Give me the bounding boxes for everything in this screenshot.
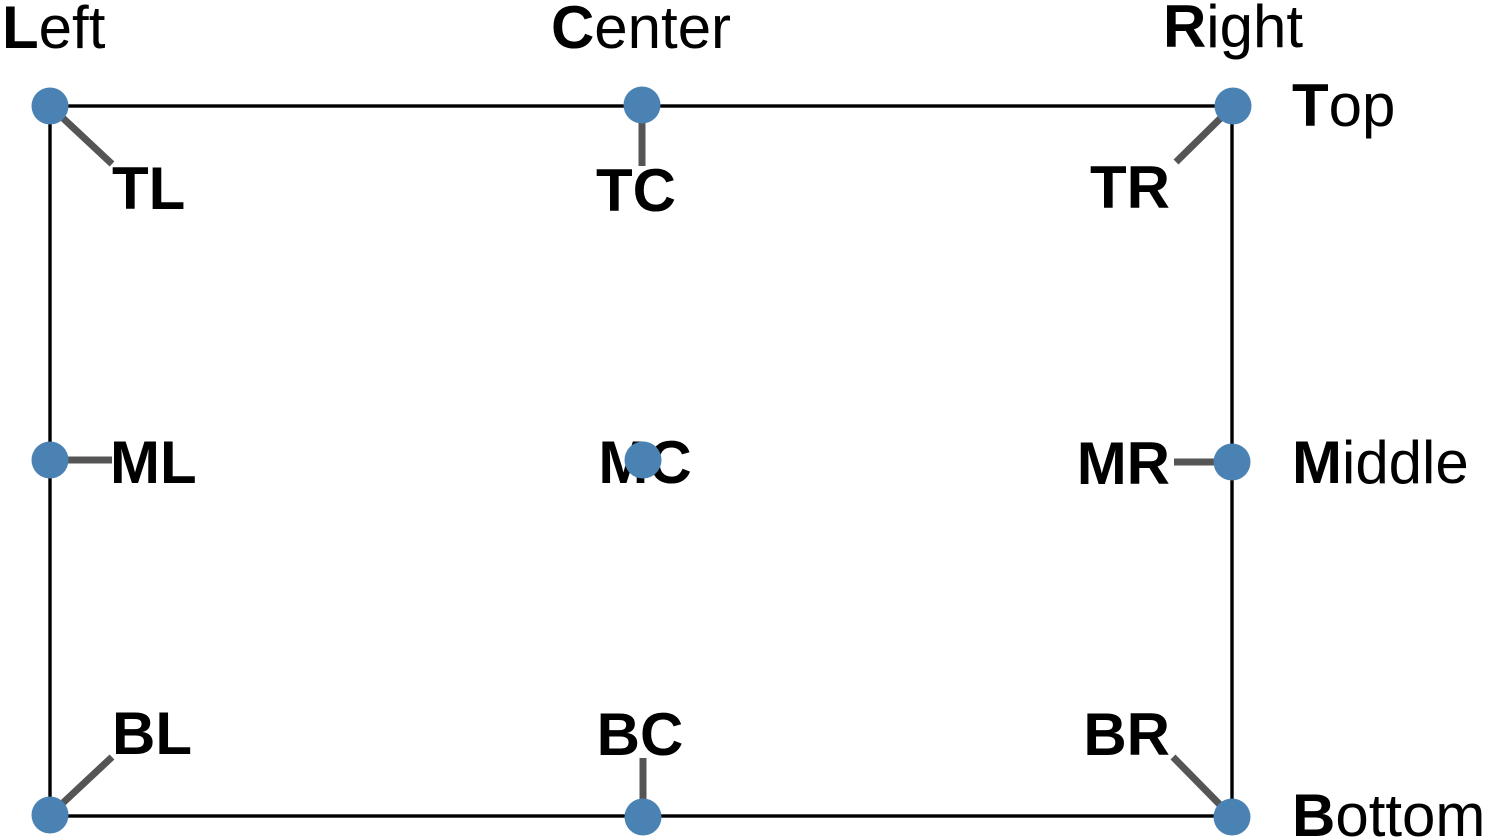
point-label-MR: MR [1077,430,1170,497]
point-label-TC: TC [596,157,676,224]
edge-label-bottom-rest: ottom [1335,782,1485,839]
point-label-BC: BC [597,701,684,768]
edge-label-right-rest: ight [1206,0,1303,60]
anchor-dot-TL [31,87,69,125]
edge-label-middle-rest: iddle [1342,429,1469,496]
edge-label-center: Center [551,0,731,61]
edge-label-bottom: Bottom [1292,782,1485,839]
point-label-ML: ML [110,429,197,496]
edge-label-top-initial: T [1292,72,1329,139]
edge-label-top-rest: op [1329,72,1396,139]
anchor-dot-MR [1213,443,1251,481]
anchor-dot-BC [624,798,662,836]
edge-label-center-initial: C [551,0,594,61]
edge-label-top: Top [1292,72,1395,139]
point-label-TL: TL [112,155,185,222]
edge-label-left-rest: eft [39,0,106,61]
anchor-dot-TR [1214,87,1252,125]
anchor-dot-BL [31,796,69,834]
anchor-dot-MC [624,441,662,479]
anchor-dot-TC [623,86,661,124]
anchor-dot-ML [31,441,69,479]
point-label-BL: BL [112,700,192,767]
edge-label-right: Right [1163,0,1303,60]
edge-label-bottom-initial: B [1292,782,1335,839]
edge-label-middle-initial: M [1292,429,1342,496]
point-label-TR: TR [1090,154,1170,221]
edge-label-right-initial: R [1163,0,1206,60]
point-label-BR: BR [1083,701,1170,768]
edge-label-left: Left [2,0,106,61]
edge-label-center-rest: enter [594,0,731,61]
edge-label-middle: Middle [1292,429,1469,496]
anchor-dot-BR [1213,798,1251,836]
edge-label-left-initial: L [2,0,39,61]
